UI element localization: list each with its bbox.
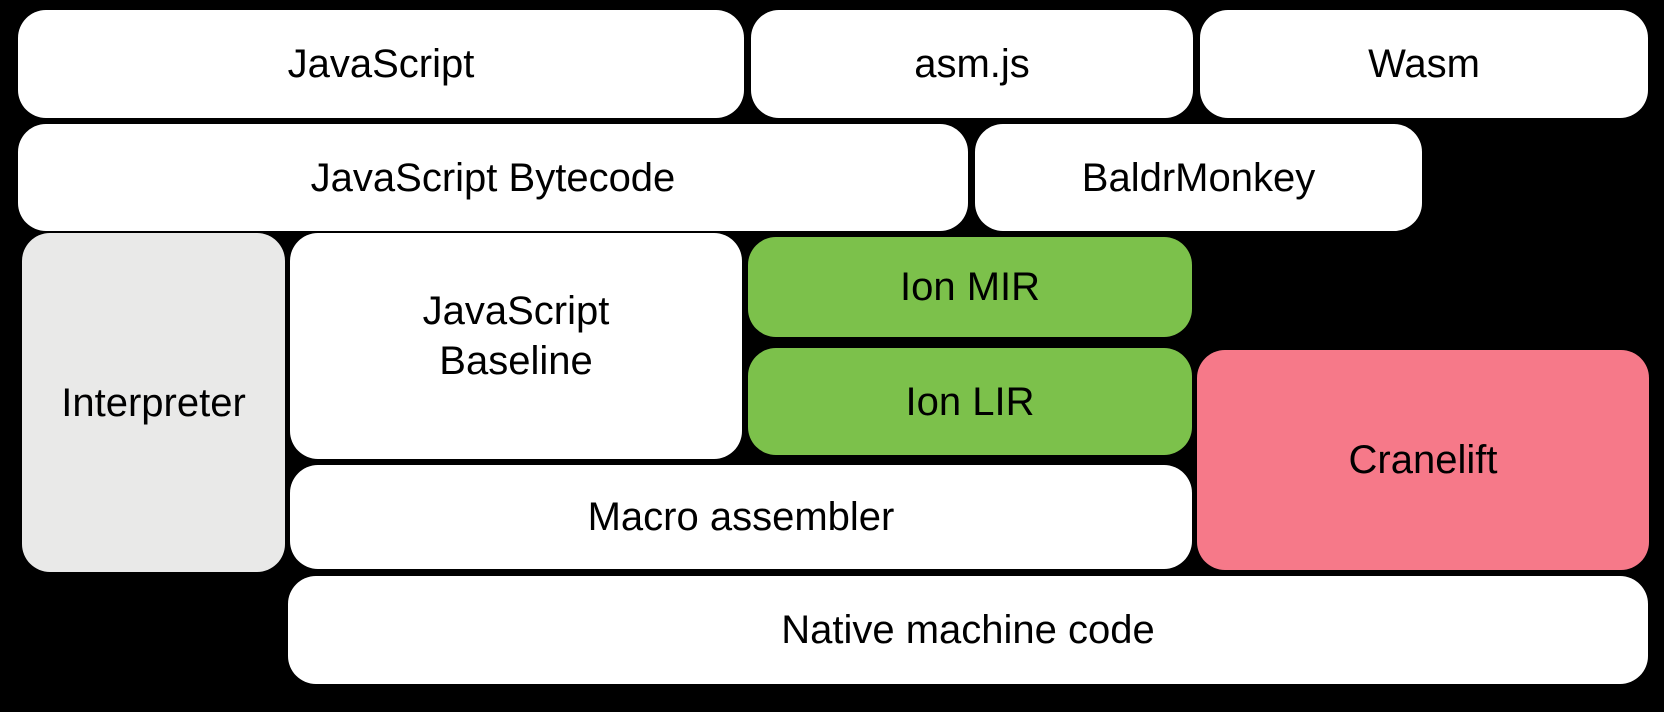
node-javascript-baseline: JavaScript Baseline: [290, 233, 742, 459]
node-macro-assembler-label: Macro assembler: [587, 495, 895, 539]
node-wasm: Wasm: [1200, 10, 1648, 118]
node-javascript-bytecode-label: JavaScript Bytecode: [310, 155, 676, 200]
node-javascript: JavaScript: [18, 10, 744, 118]
node-ion-lir: Ion LIR: [748, 348, 1192, 455]
node-cranelift: Cranelift: [1197, 350, 1649, 570]
node-javascript-bytecode: JavaScript Bytecode: [18, 124, 968, 231]
node-ion-mir: Ion MIR: [748, 237, 1192, 337]
node-wasm-label: Wasm: [1368, 42, 1480, 86]
node-baldrmonkey: BaldrMonkey: [975, 124, 1422, 231]
node-native-machine-code-label: Native machine code: [781, 608, 1155, 652]
node-javascript-baseline-line1: JavaScript: [422, 289, 610, 333]
node-interpreter-label: Interpreter: [61, 380, 246, 425]
node-javascript-baseline-label: JavaScript Baseline: [423, 286, 610, 386]
node-javascript-baseline-line2: Baseline: [439, 339, 593, 383]
node-javascript-label: JavaScript: [287, 42, 475, 86]
node-baldrmonkey-label: BaldrMonkey: [1081, 155, 1316, 200]
node-ion-lir-label: Ion LIR: [905, 379, 1035, 424]
node-cranelift-label: Cranelift: [1348, 438, 1498, 482]
node-interpreter: Interpreter: [22, 233, 285, 572]
node-asmjs: asm.js: [751, 10, 1193, 118]
node-asmjs-label: asm.js: [914, 42, 1030, 86]
node-macro-assembler: Macro assembler: [290, 465, 1192, 569]
node-native-machine-code: Native machine code: [288, 576, 1648, 684]
node-ion-mir-label: Ion MIR: [899, 265, 1041, 309]
